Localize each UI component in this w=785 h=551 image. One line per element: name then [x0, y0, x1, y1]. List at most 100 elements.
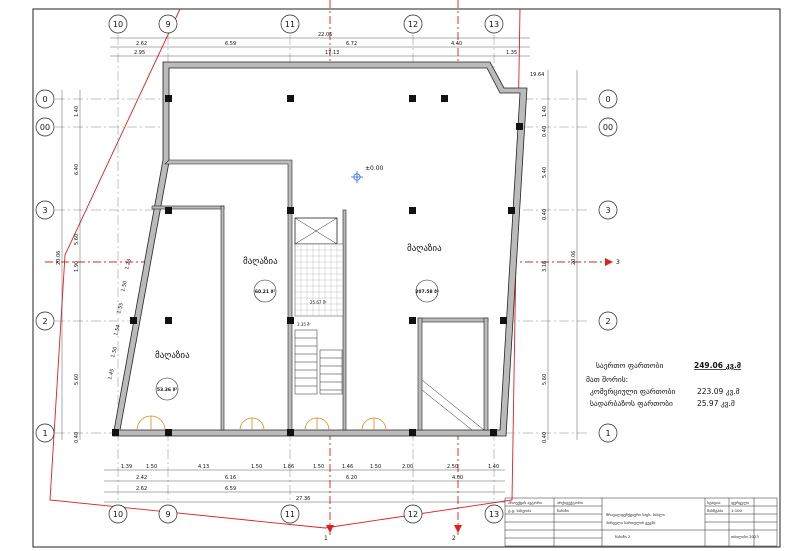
- axis-right-1: 1: [605, 429, 610, 438]
- dim-top-r1-0: 2.62: [136, 41, 147, 47]
- dim-left-r-1: 6.40: [74, 164, 80, 175]
- dim-right-r-0: 1.40: [542, 106, 548, 117]
- dim-left-s-5: 1.45: [107, 368, 116, 380]
- axis-markers-bottom: [108, 504, 504, 524]
- dim-top-overall: 22.06: [318, 32, 332, 38]
- area-summary: საერთო ფართობი 249.06 კვ.მ მათ შორის: კო…: [586, 361, 741, 408]
- summary-aux-label: სადარბაზოს ფართობი: [590, 399, 673, 408]
- dim-bottom-r1-6: 1.46: [342, 464, 353, 470]
- summary-of-which: მათ შორის:: [586, 375, 628, 384]
- section-mark-3: 3: [616, 259, 620, 266]
- axis-markers-top: [108, 14, 504, 34]
- room-label-left: მაღაზია: [155, 350, 190, 361]
- summary-total-value: 249.06 კვ.მ: [694, 361, 741, 370]
- dim-left-s-3: 1.54: [113, 324, 122, 336]
- section-arrow-3: [605, 258, 613, 266]
- axis-top-10: 10: [113, 20, 123, 29]
- ramp: [421, 379, 485, 431]
- dim-top-r2-1: 17.13: [325, 50, 339, 56]
- dim-right-r-3: 0.40: [542, 209, 548, 220]
- entrance-doors: [136, 415, 387, 431]
- dim-top-r1-2: 6.72: [346, 41, 357, 47]
- dim-right-r-5: 5.60: [542, 374, 548, 385]
- axis-right-00: 00: [603, 123, 613, 132]
- dim-bottom-r1-7: 1.50: [370, 464, 381, 470]
- axis-top-12: 12: [408, 20, 418, 29]
- axis-left-2: 2: [42, 317, 47, 326]
- axis-right-0: 0: [605, 95, 610, 104]
- dim-right-r-6: 0.40: [542, 432, 548, 443]
- axis-top-11: 11: [285, 20, 295, 29]
- svg-text:60.21 მ²: 60.21 მ²: [255, 289, 275, 295]
- tb-cell-7: 1:100: [731, 508, 743, 513]
- dim-right-r-1: 0.40: [542, 126, 548, 137]
- site-boundary: [49, 8, 521, 529]
- dim-left-r-2: 5.60: [74, 234, 80, 245]
- axis-markers-left: [35, 89, 55, 443]
- tb-cell-6: მასშტაბი: [707, 508, 723, 513]
- dim-top-r2-0: 2.95: [134, 50, 145, 56]
- summary-total-label: საერთო ფართობი: [596, 361, 664, 370]
- tb-cell-3: ნახაზი: [557, 508, 569, 513]
- dim-bottom-r1-3: 1.50: [251, 464, 262, 470]
- axis-top-9: 9: [165, 20, 170, 29]
- stair-hall-tiles: [294, 243, 344, 317]
- axis-bottom-10: 10: [113, 510, 123, 519]
- dim-bottom-r3-1: 6.59: [225, 486, 236, 492]
- tb-cell-1: არქიტექტორი: [557, 500, 583, 505]
- columns: [112, 95, 523, 436]
- dim-left-s-0: 1.23: [124, 258, 133, 270]
- dim-left-r-0: 1.40: [74, 106, 80, 117]
- axis-right-2: 2: [605, 317, 610, 326]
- section-mark-1: 1: [324, 535, 328, 542]
- dim-left-r-3: 1.90: [74, 261, 80, 272]
- room-label-right: მაღაზია: [407, 243, 442, 254]
- dimension-lines-top: [110, 37, 530, 57]
- dim-left-overall: 20.06: [56, 251, 62, 265]
- axis-markers-right: [598, 89, 618, 443]
- dim-bottom-r1-8: 2.00: [402, 464, 413, 470]
- dim-bottom-r1-0: 1.39: [121, 464, 132, 470]
- dim-top-r1-3: 4.40: [451, 41, 462, 47]
- svg-text:207.58 მ²: 207.58 მ²: [415, 289, 438, 295]
- area-tag-left: 53.36 მ²: [155, 377, 179, 401]
- dim-bottom-r2-2: 6.20: [346, 475, 357, 481]
- elevator-area-label: 3.35 მ²: [297, 322, 311, 327]
- dimension-lines-left: [61, 90, 81, 440]
- summary-commercial-value: 223.09 კვ.მ: [697, 387, 740, 396]
- section-arrow-1: [326, 525, 334, 533]
- dim-bottom-r1-1: 1.50: [146, 464, 157, 470]
- axis-bottom-11: 11: [285, 510, 295, 519]
- dim-bottom-r2-3: 4.00: [452, 475, 463, 481]
- dim-left-r-4: 5.60: [74, 374, 80, 385]
- dim-left-r-5: 0.40: [74, 432, 80, 443]
- dim-bottom-overall: 27.36: [296, 496, 310, 502]
- axis-left-3: 3: [42, 206, 47, 215]
- section-arrow-2: [454, 525, 462, 533]
- dim-bottom-r1-4: 1.86: [283, 464, 294, 470]
- tb-cell-0: პროექტის ავტორი: [508, 500, 542, 505]
- stair-area-label: 25.67 მ²: [310, 300, 327, 305]
- axis-right-3: 3: [605, 206, 610, 215]
- dim-bottom-r2-0: 2.42: [136, 475, 147, 481]
- svg-text:53.36 მ²: 53.36 მ²: [157, 387, 177, 393]
- tb-cell-2: ტ.ტ. სახეობა: [508, 508, 531, 513]
- dim-bottom-r1-5: 1.50: [313, 464, 324, 470]
- dim-left-s-4: 1.50: [110, 346, 119, 358]
- dim-right-overall: 20.06: [571, 251, 577, 265]
- sheet-frame: [32, 8, 781, 548]
- axis-bottom-12: 12: [408, 510, 418, 519]
- staircase: [294, 329, 343, 395]
- tb-cell-8: მრავალფუნქციური საცხ. სახლი: [606, 512, 665, 517]
- section-mark-2: 2: [452, 535, 456, 542]
- tb-cell-5: ფურცელი: [731, 500, 749, 505]
- room-label-middle: მაღაზია: [243, 256, 278, 267]
- dim-left-s-2: 1.55: [116, 302, 125, 314]
- dim-bottom-r3-0: 2.62: [136, 486, 147, 492]
- axis-left-1: 1: [42, 429, 47, 438]
- axis-top-13: 13: [489, 20, 499, 29]
- summary-aux-value: 25.97 კვ.მ: [697, 399, 735, 408]
- dim-right-r-7: 19.64: [530, 72, 544, 78]
- dim-top-r1-4: 1.35: [506, 50, 517, 56]
